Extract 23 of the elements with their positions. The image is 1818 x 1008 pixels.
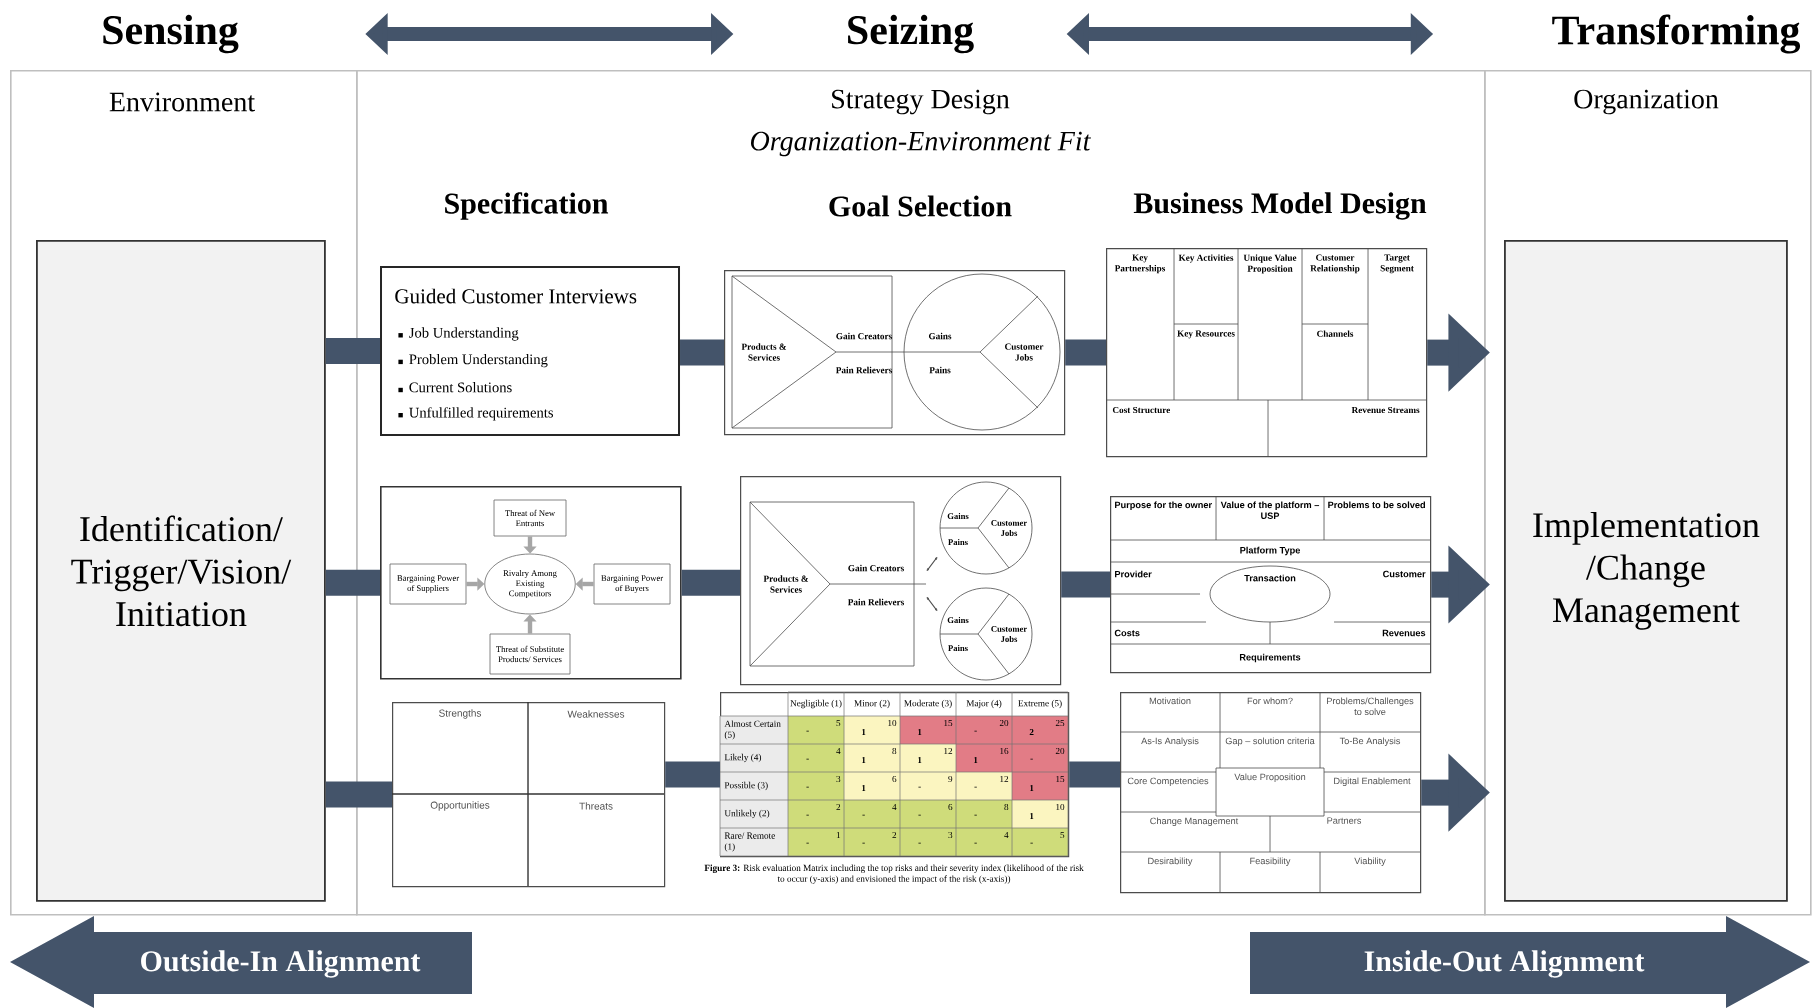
connector-bar — [1065, 339, 1106, 366]
connector-bar — [681, 569, 740, 596]
connector-bar — [325, 338, 380, 364]
column-heading: Business Model Design — [1133, 192, 1427, 220]
connector-bar — [1069, 761, 1120, 788]
column-title: Transforming — [1552, 14, 1801, 54]
panel-heading: Organization — [1574, 89, 1719, 115]
connector-bar — [680, 339, 724, 366]
connector-bar — [665, 761, 720, 788]
five-forces-frame — [380, 486, 682, 680]
process-box: Identification/ Trigger/Vision/ Initiation — [36, 240, 326, 902]
column-heading: Goal Selection — [829, 195, 1012, 217]
panel-subheading: Organization-Environment Fit — [751, 131, 1092, 157]
process-box: Implementation /Change Management — [1504, 240, 1788, 902]
connector-bar — [1061, 571, 1110, 598]
connector-bar — [325, 569, 380, 596]
column-title: Sensing — [103, 14, 239, 54]
column-title: Seizing — [848, 14, 974, 54]
column-heading: Specification — [445, 192, 609, 220]
box-heading: Guided Customer Interviews — [395, 288, 637, 304]
panel-heading: Environment — [109, 92, 255, 112]
panel-heading: Strategy Design — [832, 89, 1010, 115]
connector-bar — [325, 781, 392, 808]
